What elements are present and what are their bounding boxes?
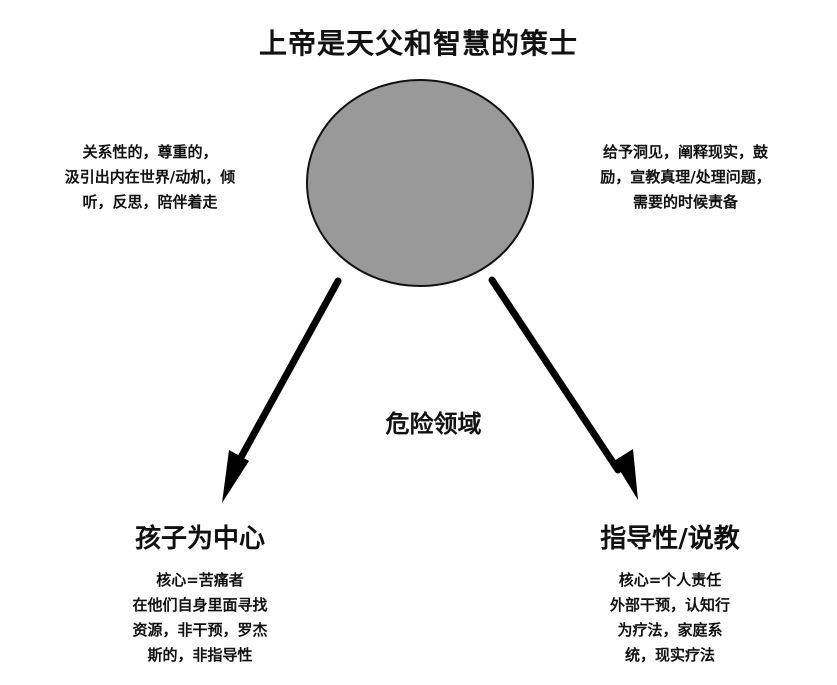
left-arrow-shaft	[230, 277, 342, 474]
god-circle	[306, 79, 534, 287]
left-description-line: 汲引出内在世界/动机，倾	[64, 168, 236, 186]
directive-heading: 指导性/说教	[600, 524, 740, 554]
diagram-title: 上帝是天父和智慧的策士	[258, 27, 578, 60]
child-centered-line: 在他们自身里面寻找	[132, 596, 268, 614]
directive-description: 核心=个人责任 外部干预，认知行 为疗法，家庭系 统，现实疗法	[570, 568, 770, 668]
right-arrowhead	[614, 449, 638, 500]
left-arrowhead	[222, 450, 249, 503]
right-description-line: 给予洞见，阐释现实，鼓	[602, 143, 768, 161]
danger-zone-label: 危险领域	[385, 410, 482, 438]
directive-line: 核心=个人责任	[618, 571, 722, 589]
child-centered-description: 核心=苦痛者 在他们自身里面寻找 资源，非干预，罗杰 斯的，非指导性	[100, 568, 300, 668]
left-description: 关系性的，尊重的， 汲引出内在世界/动机，倾 听，反思，陪伴着走	[40, 140, 260, 215]
child-centered-heading: 孩子为中心	[134, 524, 265, 554]
directive-line: 外部干预，认知行	[609, 596, 730, 614]
right-description-line: 需要的时候责备	[632, 193, 738, 211]
child-centered-line: 核心=苦痛者	[156, 571, 244, 589]
child-centered-line: 资源，非干预，罗杰	[132, 621, 268, 639]
left-description-line: 听，反思，陪伴着走	[82, 193, 218, 211]
directive-line: 为疗法，家庭系	[617, 621, 723, 639]
child-centered-line: 斯的，非指导性	[147, 646, 253, 664]
right-description: 给予洞见，阐释现实，鼓 励，宣教真理/处理问题， 需要的时候责备	[573, 140, 798, 215]
right-arrow-shaft	[488, 276, 622, 474]
right-description-line: 励，宣教真理/处理问题，	[600, 168, 771, 186]
directive-line: 统，现实疗法	[624, 646, 715, 664]
left-description-line: 关系性的，尊重的，	[82, 143, 218, 161]
